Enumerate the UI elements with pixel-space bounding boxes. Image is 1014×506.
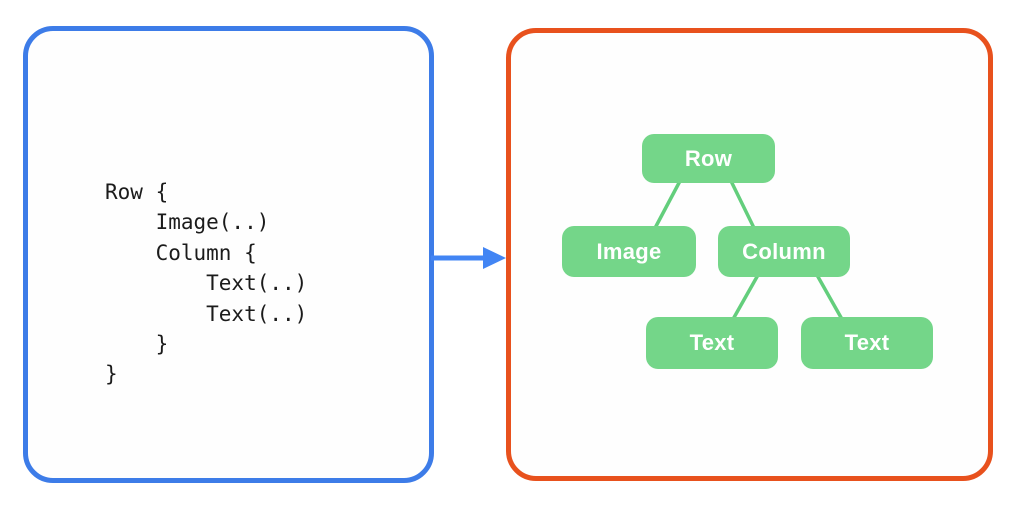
code-line: Text(..) [105, 301, 308, 326]
code-snippet: Row { Image(..) Column { Text(..) Text(.… [105, 177, 307, 390]
arrow-right-icon [431, 247, 506, 269]
tree-edge-column-text-2 [815, 273, 845, 323]
code-line: Column { [105, 240, 257, 265]
tree-connectors [652, 179, 845, 323]
code-line: Row { [105, 180, 169, 204]
tree-node-column: Column [718, 226, 850, 277]
tree-edge-row-image [652, 179, 682, 232]
code-line: Image(..) [105, 210, 270, 235]
tree-node-text-2: Text [801, 317, 933, 369]
code-panel: Row { Image(..) Column { Text(..) Text(.… [23, 26, 434, 483]
tree-node-text-1: Text [646, 317, 778, 369]
tree-node-row: Row [642, 134, 775, 183]
tree-node-image: Image [562, 226, 696, 277]
code-line: } [105, 362, 118, 387]
code-line: } [105, 332, 169, 357]
tree-edge-row-column [729, 179, 757, 232]
tree-edge-column-text-1 [730, 273, 760, 323]
code-line: Text(..) [105, 271, 308, 296]
tree-panel: Row Image Column Text Text [506, 28, 993, 481]
